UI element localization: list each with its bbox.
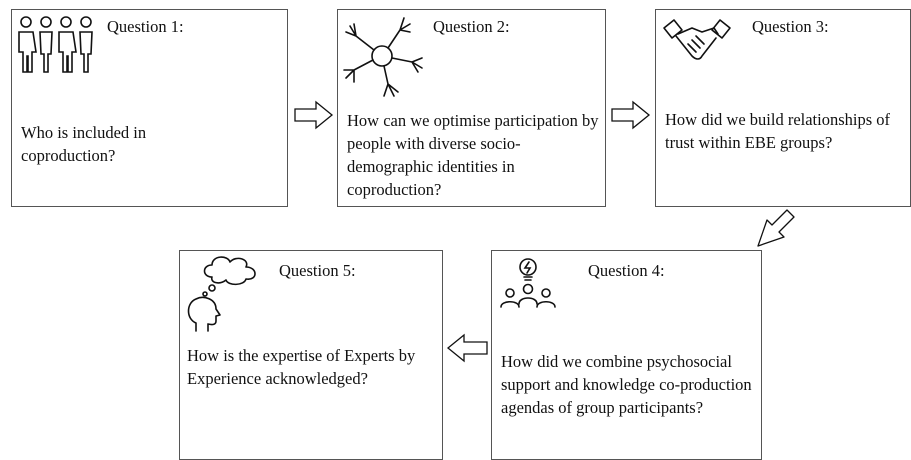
question-box-2: Question 2: How can we optimise particip… <box>337 9 606 207</box>
question-box-5: Question 5: How is the expertise of Expe… <box>179 250 443 460</box>
joined-hands-icon <box>343 17 423 97</box>
question-text: How did we combine psychosocial support … <box>501 352 752 417</box>
question-title: Question 4: <box>588 261 665 280</box>
arrow-right-icon <box>294 100 334 130</box>
question-box-3: Question 3: How did we build relationshi… <box>655 9 911 207</box>
question-box-4: Question 4: How did we combine psychosoc… <box>491 250 762 460</box>
question-text: How did we build relationships of trust … <box>665 110 891 152</box>
question-title: Question 5: <box>279 261 356 280</box>
thinking-head-icon <box>187 256 256 332</box>
question-text: Who is included in coproduction? <box>21 123 147 165</box>
question-text: How can we optimise participation by peo… <box>347 111 599 199</box>
question-title: Question 2: <box>433 17 510 36</box>
arrow-right-icon <box>611 100 651 130</box>
handshake-icon <box>663 19 731 60</box>
question-box-1: Question 1: Who is included in coproduct… <box>11 9 288 207</box>
team-lightbulb-icon <box>500 258 556 308</box>
arrow-left-icon <box>446 333 488 363</box>
people-group-icon <box>18 16 93 73</box>
question-title: Question 3: <box>752 17 829 36</box>
question-text: How is the expertise of Experts by Exper… <box>187 346 416 388</box>
arrow-down-left-icon <box>757 209 795 247</box>
question-title: Question 1: <box>107 17 184 36</box>
